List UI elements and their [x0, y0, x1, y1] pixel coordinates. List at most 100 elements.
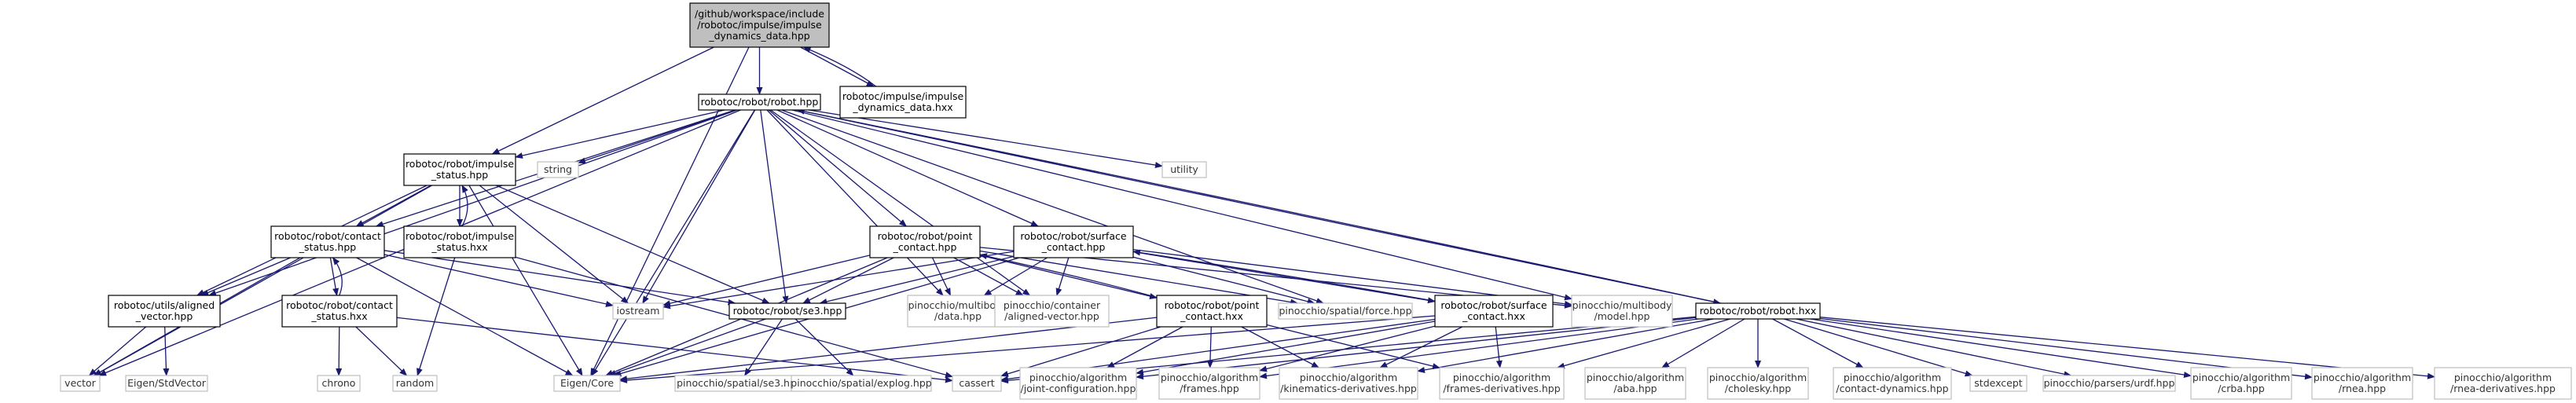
node-label-line: _contact.hxx [1180, 310, 1243, 322]
node-label-line: string [544, 163, 572, 175]
node-spatial-se3: pinocchio/spatial/se3.hpp [674, 375, 805, 392]
node-box [1158, 367, 1260, 400]
edge-robot_hxx-to-robot_hpp [796, 108, 1721, 304]
node-label-line: pinocchio/parsers/urdf.hpp [2044, 377, 2175, 389]
node-label-line: pinocchio/algorithm [2193, 372, 2290, 383]
node-label-line: pinocchio/algorithm [1453, 372, 1550, 383]
node-label-line: /robotoc/impulse/impulse [697, 19, 822, 31]
edge-surface_contact_hpp-to-surface_contact_hxx [1132, 251, 1436, 304]
node-vector: vector [60, 375, 101, 392]
node-cholesky: pinocchio/algorithm/cholesky.hpp [1707, 367, 1809, 400]
edge-surface_contact_hpp-to-se3 [819, 255, 1015, 305]
node-se3[interactable]: robotoc/robot/se3.hpp [728, 302, 846, 320]
node-box [60, 375, 101, 392]
node-contact-status-hpp[interactable]: robotoc/robot/contact_status.hpp [270, 225, 385, 258]
node-random: random [392, 375, 438, 392]
node-box [1279, 367, 1418, 400]
node-label-line: pinocchio/algorithm [2454, 372, 2552, 383]
node-joint-config: pinocchio/algorithm/joint-configuration.… [1019, 367, 1137, 400]
node-label-line: robotoc/robot/contact [274, 230, 381, 242]
edge-aligned_vector-to-stdvector [163, 326, 170, 376]
node-robot-hxx[interactable]: robotoc/robot/robot.hxx [1695, 302, 1821, 320]
node-box [1969, 375, 2027, 392]
node-robot-hpp[interactable]: robotoc/robot/robot.hpp [698, 93, 821, 111]
node-box [1161, 161, 1207, 178]
edge-robot_hpp-to-utility [809, 109, 1163, 169]
node-rnea-deriv: pinocchio/algorithm/rnea-derivatives.hpp [2434, 367, 2572, 400]
node-label-line: _status.hpp [431, 169, 488, 181]
node-frames: pinocchio/algorithm/frames.hpp [1158, 367, 1260, 400]
node-label-line: robotoc/robot/robot.hpp [701, 96, 819, 108]
node-box [728, 302, 846, 320]
edge-contact_status_hpp-to-aligned_vector [200, 257, 291, 296]
edge-robot_hpp-to-string [578, 109, 736, 164]
node-contact-status-hxx[interactable]: robotoc/robot/contact_status.hxx [281, 295, 398, 328]
node-label-line: Eigen/StdVector [127, 377, 207, 389]
edge-robot_hxx-to-stdexcept [1784, 318, 1973, 377]
node-label-line: /frames.hpp [1180, 383, 1239, 394]
node-label-line: _contact.hpp [893, 241, 957, 253]
node-label-line: robotoc/impulse/impulse [842, 90, 964, 102]
node-point-contact-hxx[interactable]: robotoc/robot/point_contact.hxx [1156, 295, 1268, 328]
edge-surface_contact_hxx-to-joint_config [1136, 321, 1436, 376]
node-surface-contact-hpp[interactable]: robotoc/robot/surface_contact.hpp [1013, 225, 1134, 258]
node-label-line: /github/workspace/include [695, 8, 824, 20]
node-label-line: /contact-dynamics.hpp [1836, 383, 1948, 394]
node-box [2190, 367, 2292, 400]
node-label-line: robotoc/robot/impulse [405, 158, 514, 170]
edge-root-to-idd_hxx [800, 46, 875, 87]
edge-robot_hpp-to-surface_contact_hpp [776, 109, 1040, 227]
edge-contact_status_hpp-to-iostream [383, 254, 614, 307]
node-box [1584, 367, 1686, 400]
node-box [553, 375, 621, 392]
edge-surface_contact_hxx-to-eigen_core [619, 315, 1436, 383]
node-surface-contact-hxx[interactable]: robotoc/robot/surface_contact.hxx [1434, 295, 1554, 328]
node-explog: pinocchio/spatial/explog.hpp [791, 375, 932, 392]
node-kin-deriv: pinocchio/algorithm/kinematics-derivativ… [1279, 367, 1418, 400]
node-point-contact-hpp[interactable]: robotoc/robot/point_contact.hpp [869, 225, 981, 258]
node-idd-hxx[interactable]: robotoc/impulse/impulse_dynamics_data.hx… [839, 86, 967, 119]
node-iostream: iostream [612, 302, 664, 320]
node-box [537, 161, 579, 178]
node-force: pinocchio/spatial/force.hpp [1278, 302, 1413, 320]
node-impulse-status-hpp[interactable]: robotoc/robot/impulse_status.hpp [403, 153, 516, 186]
node-label-line: /model.hpp [1594, 310, 1650, 322]
node-root[interactable]: /github/workspace/include/robotoc/impuls… [689, 2, 830, 48]
edge-surface_contact_hpp-to-container_av [1055, 257, 1070, 296]
edge-contact_status_hpp-to-contact_status_hxx [329, 257, 339, 296]
edge-impulse_status_hxx-to-impulse_status_hpp [461, 185, 468, 227]
node-box [1571, 295, 1673, 328]
node-box [1439, 367, 1565, 400]
node-label-line: pinocchio/spatial/force.hpp [1279, 305, 1411, 317]
node-label-line: pinocchio/container [1004, 299, 1101, 311]
node-box [1278, 302, 1413, 320]
edge-point_contact_hxx-to-frames [1206, 326, 1213, 368]
edge-impulse_status_hpp-to-se3 [496, 185, 770, 304]
node-label-line: Eigen/Core [560, 377, 614, 389]
node-box [317, 375, 361, 392]
node-box [952, 375, 1002, 392]
node-label-line: /rnea.hpp [2339, 383, 2386, 394]
node-crba: pinocchio/algorithm/crba.hpp [2190, 367, 2292, 400]
node-container-av: pinocchio/container/aligned-vector.hpp [994, 295, 1110, 328]
node-label-line: _status.hxx [310, 310, 367, 322]
node-eigen-core: Eigen/Core [553, 375, 621, 392]
node-box [994, 295, 1110, 328]
node-cassert: cassert [952, 375, 1002, 392]
node-label-line: robotoc/robot/point [1165, 299, 1260, 311]
node-impulse-status-hxx[interactable]: robotoc/robot/impulse_status.hxx [403, 225, 516, 258]
node-label-line: pinocchio/algorithm [1300, 372, 1397, 383]
node-label-line: pinocchio/multibody [908, 299, 1008, 311]
node-multibody-model: pinocchio/multibody/model.hpp [1571, 295, 1673, 328]
node-label-line: /cholesky.hpp [1725, 383, 1792, 394]
node-box [791, 375, 932, 392]
node-box [2434, 367, 2572, 400]
node-label-line: pinocchio/algorithm [1587, 372, 1684, 383]
edge-point_contact_hxx-to-point_contact_hpp [979, 253, 1158, 299]
node-box [2311, 367, 2413, 400]
edge-contact_status_hxx-to-contact_status_hpp [332, 257, 343, 296]
node-aligned-vector[interactable]: robotoc/utils/aligned_vector.hpp [108, 295, 221, 328]
edge-root-to-eigen_core [590, 46, 750, 376]
node-label-line: _contact.hpp [1041, 241, 1106, 253]
edge-robot_hpp-to-force [781, 109, 1324, 304]
